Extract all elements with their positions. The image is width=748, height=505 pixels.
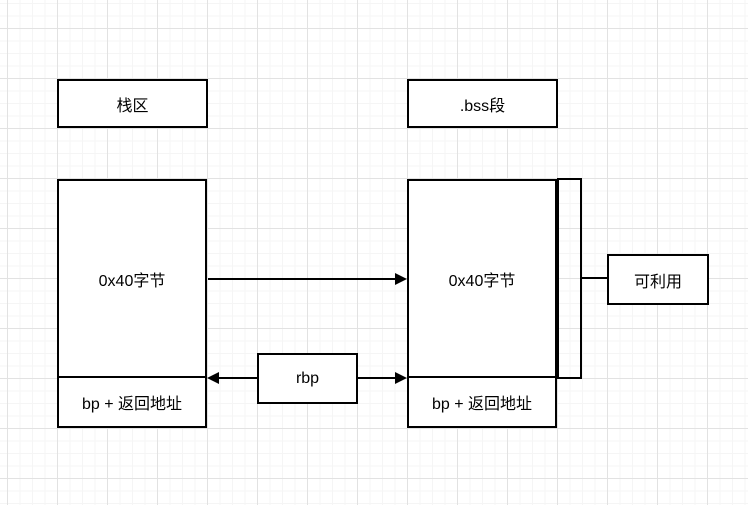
stack-memory-box[interactable]: 0x40字节 bp + 返回地址 <box>57 179 207 428</box>
bss-segment-title-box[interactable]: .bss段 <box>407 79 558 128</box>
rbp-to-bss-arrow-head-icon <box>395 372 407 384</box>
stack-buffer-cell: 0x40字节 <box>59 181 205 376</box>
stack-buffer-size-label: 0x40字节 <box>98 272 166 290</box>
stack-frame-cell: bp + 返回地址 <box>59 376 205 426</box>
usable-label: 可利用 <box>633 273 682 291</box>
rbp-label: rbp <box>295 369 320 387</box>
rbp-to-stack-arrow-line <box>218 377 258 379</box>
bss-frame-cell: bp + 返回地址 <box>409 376 555 426</box>
copy-arrow-head-icon <box>395 273 407 285</box>
bss-frame-label: bp + 返回地址 <box>431 396 533 413</box>
copy-arrow-line <box>208 278 396 280</box>
usable-connector-line[interactable] <box>581 277 607 279</box>
rbp-box[interactable]: rbp <box>257 353 358 404</box>
rbp-to-bss-arrow-line <box>357 377 396 379</box>
usable-label-box[interactable]: 可利用 <box>607 254 709 305</box>
usable-range-bracket[interactable] <box>557 178 582 379</box>
bss-buffer-size-label: 0x40字节 <box>448 272 516 290</box>
stack-region-title-box[interactable]: 栈区 <box>57 79 208 128</box>
bss-memory-box[interactable]: 0x40字节 bp + 返回地址 <box>407 179 557 428</box>
bss-segment-title-label: .bss段 <box>459 97 506 115</box>
stack-frame-label: bp + 返回地址 <box>81 396 183 413</box>
rbp-to-stack-arrow-head-icon <box>207 372 219 384</box>
bss-buffer-cell: 0x40字节 <box>409 181 555 376</box>
stack-region-title-label: 栈区 <box>116 97 149 115</box>
